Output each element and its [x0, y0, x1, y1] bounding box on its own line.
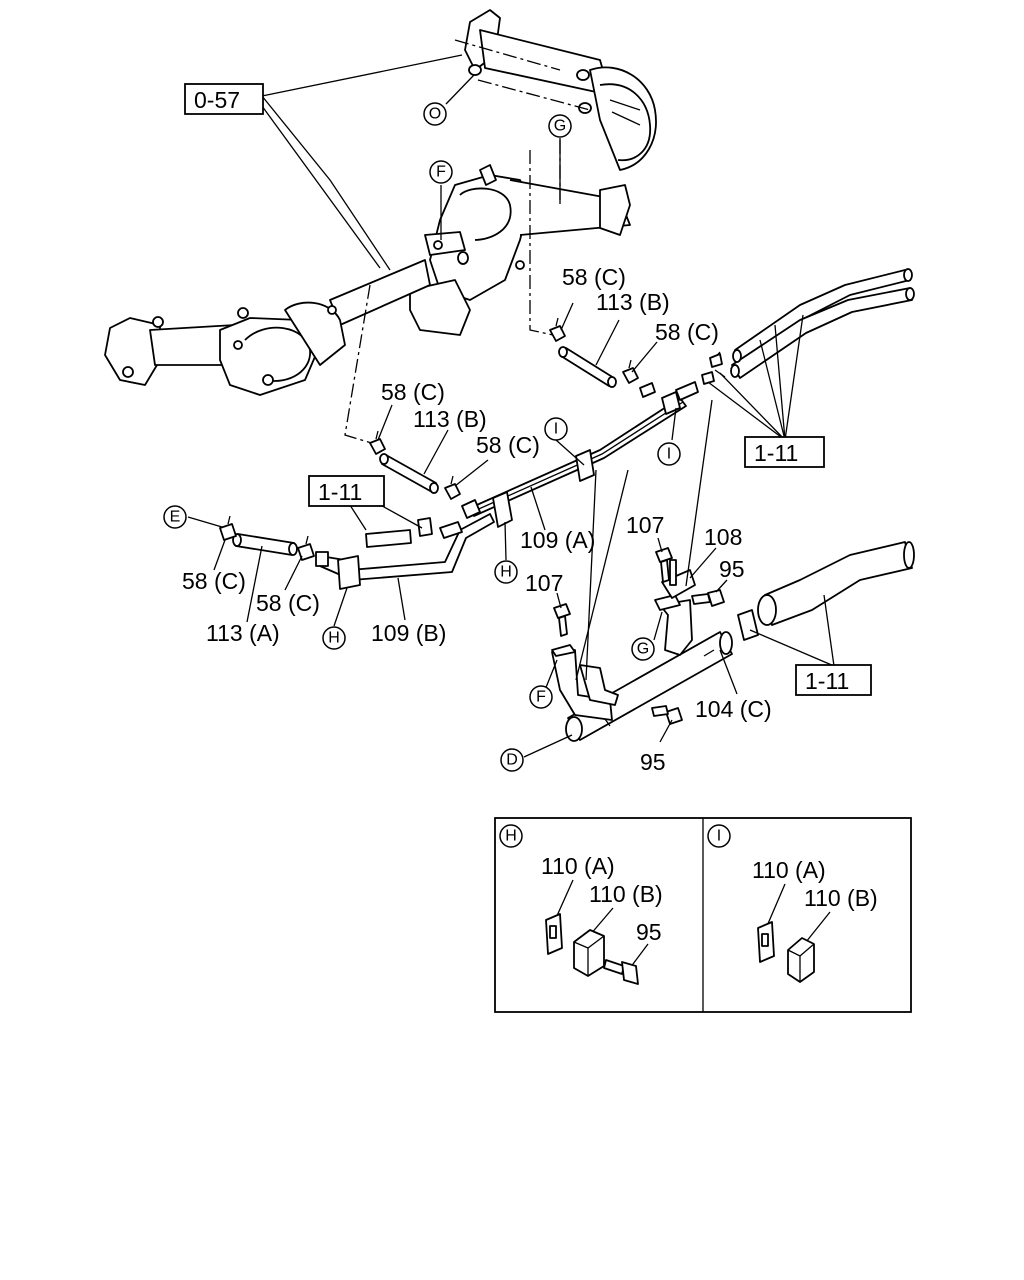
callout-104c: 104 (C) — [695, 696, 772, 722]
marker-h-mid: H — [494, 560, 518, 584]
callout-113b-top: 113 (B) — [596, 289, 670, 315]
marker-i-right: I — [657, 442, 681, 466]
svg-text:I: I — [554, 421, 558, 438]
hose-1-11-small — [365, 529, 412, 548]
svg-text:G: G — [637, 641, 649, 658]
clamp-58c-left — [219, 515, 237, 541]
clamp-58c-upper-left — [549, 317, 566, 342]
tube-109b — [315, 513, 495, 590]
clamp-58c-left2 — [297, 535, 315, 561]
callout-58c-top-right: 58 (C) — [655, 319, 719, 345]
ref-box-1-11-right-top: 1-11 — [744, 436, 825, 468]
ref-box-1-11-mid: 1-11 — [308, 475, 385, 507]
bolt-95-upper — [691, 589, 725, 607]
marker-o: O — [423, 102, 447, 126]
callout-58c-top: 58 (C) — [562, 264, 626, 290]
inset-h-95: 95 — [636, 919, 662, 945]
svg-text:O: O — [429, 106, 441, 123]
hose-113b-mid — [379, 453, 439, 494]
ref-1-11-mid-text: 1-11 — [318, 479, 362, 505]
bolt-107-lower — [553, 603, 571, 637]
ref-box-0-57: 0-57 — [184, 83, 264, 115]
bracket-f — [551, 644, 619, 721]
clamp-58c-mid-right — [444, 475, 461, 500]
svg-text:F: F — [436, 164, 446, 181]
bracket-g — [654, 594, 693, 656]
callout-labels: 58 (C) 113 (B) 58 (C) 58 (C) 113 (B) 58 … — [182, 264, 772, 775]
upper-radiator-hose — [730, 268, 915, 379]
marker-d: D — [500, 748, 524, 772]
callout-113b-mid: 113 (B) — [413, 406, 487, 432]
callout-58c-mid-right: 58 (C) — [476, 432, 540, 458]
callout-95-upper: 95 — [719, 556, 745, 582]
marker-h-left: H — [322, 626, 346, 650]
svg-text:F: F — [536, 689, 546, 706]
bolt-95-lower — [651, 705, 683, 725]
callout-113a: 113 (A) — [206, 620, 280, 646]
callout-107-upper: 107 — [626, 512, 664, 538]
marker-e: E — [163, 505, 187, 529]
inset-panel-h: H 110 (A) 110 (B) 95 — [499, 824, 663, 985]
leader-lines — [187, 54, 835, 758]
detail-inset: H 110 (A) 110 (B) 95 I 110 (A) 110 (B) — [494, 817, 912, 1013]
inset-panel-i: I 110 (A) 110 (B) — [707, 824, 878, 983]
marker-g-lower: G — [631, 637, 655, 661]
lower-radiator-hose — [737, 541, 915, 641]
exhaust-manifold-assembly — [104, 9, 657, 396]
callout-58c-left: 58 (C) — [182, 568, 246, 594]
ref-0-57-text: 0-57 — [194, 87, 240, 113]
tube-109a — [461, 351, 726, 528]
callout-108: 108 — [704, 524, 742, 550]
bolt-107-upper — [655, 547, 673, 583]
circled-markers: O G F I I E H H — [163, 102, 681, 772]
hose-113b-upper — [558, 346, 617, 388]
callout-58c-mid: 58 (C) — [381, 379, 445, 405]
inset-i-marker: I — [717, 828, 721, 845]
callout-58c-left2: 58 (C) — [256, 590, 320, 616]
callout-95-lower: 95 — [640, 749, 666, 775]
svg-text:I: I — [667, 446, 671, 463]
inset-h-marker: H — [505, 828, 517, 845]
callout-109b: 109 (B) — [371, 620, 446, 646]
marker-i-top: I — [544, 417, 568, 441]
inset-h-110b: 110 (B) — [589, 881, 663, 907]
svg-text:H: H — [500, 564, 512, 581]
inset-i-110b: 110 (B) — [804, 885, 878, 911]
svg-text:D: D — [506, 752, 518, 769]
ref-1-11-right-bottom-text: 1-11 — [805, 668, 849, 694]
inset-h-110a: 110 (A) — [541, 853, 615, 879]
svg-text:E: E — [170, 509, 181, 526]
ref-1-11-right-top-text: 1-11 — [754, 440, 798, 466]
svg-text:H: H — [328, 630, 340, 647]
clamp-58c-mid-left — [369, 430, 386, 455]
svg-text:G: G — [554, 118, 566, 135]
callout-107-lower: 107 — [525, 570, 563, 596]
callout-109a: 109 (A) — [520, 527, 595, 553]
marker-f-lower: F — [529, 685, 553, 709]
clamp-58c-upper-right — [622, 359, 639, 384]
marker-f-top: F — [429, 160, 453, 184]
ref-box-1-11-right-bottom: 1-11 — [795, 664, 872, 696]
inset-i-110a: 110 (A) — [752, 857, 826, 883]
hose-113a — [232, 533, 298, 556]
marker-g-top: G — [548, 114, 572, 138]
